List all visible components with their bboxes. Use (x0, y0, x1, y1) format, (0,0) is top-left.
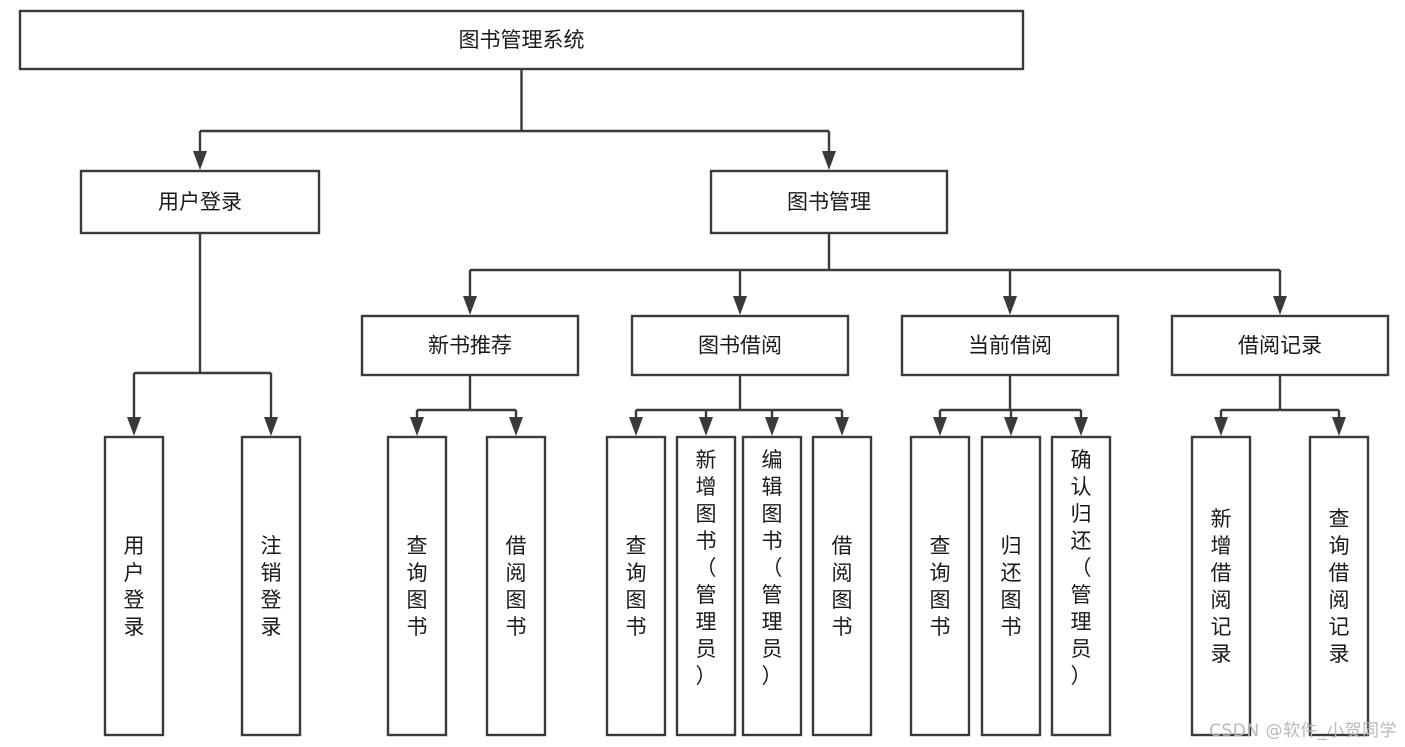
node-box-leaf-edit-book[interactable] (741, 435, 803, 737)
node-leaf-add-borrow-record[interactable]: 新增借阅记录 (1190, 435, 1252, 737)
node-new-book-recommend[interactable]: 新书推荐 (360, 314, 580, 377)
node-box-user-login[interactable] (79, 169, 321, 235)
node-box-leaf-confirm-return[interactable] (1050, 435, 1112, 737)
node-box-book-management[interactable] (709, 169, 949, 235)
node-box-leaf-logout[interactable] (240, 435, 302, 737)
node-box-leaf-query-book-current[interactable] (909, 435, 971, 737)
arrow-head-icon (509, 417, 523, 436)
node-box-root[interactable] (18, 9, 1025, 71)
node-label-current-borrow: 当前借阅 (968, 334, 1052, 358)
node-book-borrow[interactable]: 图书借阅 (630, 314, 850, 377)
arrow-head-icon (822, 151, 836, 170)
node-box-leaf-user-login[interactable] (103, 435, 165, 737)
node-leaf-user-login[interactable]: 用户登录 (103, 435, 165, 737)
node-leaf-query-borrow-record[interactable]: 查询借阅记录 (1308, 435, 1370, 737)
node-label-leaf-add-borrow-record: 新增借阅记录 (1211, 507, 1232, 666)
node-leaf-query-book-borrow[interactable]: 查询图书 (605, 435, 667, 737)
node-label-leaf-borrow-book: 借阅图书 (832, 534, 853, 639)
node-label-leaf-return-book: 归还图书 (1001, 534, 1022, 639)
arrow-head-icon (933, 417, 947, 436)
node-box-leaf-borrow-book-recommend[interactable] (485, 435, 547, 737)
node-label-leaf-confirm-return: 确认归还（管理员） (1071, 448, 1092, 688)
arrow-head-icon (765, 417, 779, 436)
arrow-head-icon (1273, 296, 1287, 315)
node-leaf-return-book[interactable]: 归还图书 (980, 435, 1042, 737)
node-label-book-borrow: 图书借阅 (698, 334, 782, 358)
node-box-current-borrow[interactable] (900, 314, 1120, 377)
node-user-login[interactable]: 用户登录 (79, 169, 321, 235)
nodes-layer: 图书管理系统用户登录图书管理新书推荐图书借阅当前借阅借阅记录用户登录注销登录查询… (18, 9, 1390, 737)
node-leaf-add-book[interactable]: 新增图书（管理员） (675, 435, 737, 737)
node-box-leaf-return-book[interactable] (980, 435, 1042, 737)
arrow-head-icon (1003, 296, 1017, 315)
node-box-leaf-add-borrow-record[interactable] (1190, 435, 1252, 737)
watermark-text: CSDN @软件_小贺同学 (1209, 721, 1397, 741)
node-label-leaf-borrow-book-recommend: 借阅图书 (506, 534, 527, 639)
node-label-leaf-logout: 注销登录 (261, 534, 282, 639)
arrow-head-icon (463, 296, 477, 315)
node-leaf-query-book-current[interactable]: 查询图书 (909, 435, 971, 737)
node-box-leaf-borrow-book[interactable] (811, 435, 873, 737)
arrow-head-icon (835, 417, 849, 436)
node-borrow-record[interactable]: 借阅记录 (1170, 314, 1390, 377)
node-box-leaf-query-book-borrow[interactable] (605, 435, 667, 737)
node-label-leaf-add-book: 新增图书（管理员） (696, 448, 717, 688)
node-box-book-borrow[interactable] (630, 314, 850, 377)
node-label-leaf-edit-book: 编辑图书（管理员） (762, 448, 783, 688)
arrow-head-icon (733, 296, 747, 315)
arrow-head-icon (1214, 417, 1228, 436)
node-label-leaf-query-book-recommend: 查询图书 (407, 534, 428, 639)
node-root[interactable]: 图书管理系统 (18, 9, 1025, 71)
node-label-new-book-recommend: 新书推荐 (428, 334, 512, 358)
arrow-head-icon (1074, 417, 1088, 436)
node-leaf-borrow-book-recommend[interactable]: 借阅图书 (485, 435, 547, 737)
node-box-leaf-add-book[interactable] (675, 435, 737, 737)
node-leaf-borrow-book[interactable]: 借阅图书 (811, 435, 873, 737)
arrow-head-icon (127, 417, 141, 436)
node-box-leaf-query-borrow-record[interactable] (1308, 435, 1370, 737)
node-current-borrow[interactable]: 当前借阅 (900, 314, 1120, 377)
node-leaf-edit-book[interactable]: 编辑图书（管理员） (741, 435, 803, 737)
node-box-new-book-recommend[interactable] (360, 314, 580, 377)
node-leaf-logout[interactable]: 注销登录 (240, 435, 302, 737)
arrow-head-icon (699, 417, 713, 436)
node-leaf-confirm-return[interactable]: 确认归还（管理员） (1050, 435, 1112, 737)
arrow-head-icon (264, 417, 278, 436)
arrow-head-icon (193, 151, 207, 170)
arrow-head-icon (410, 417, 424, 436)
arrow-head-icon (1004, 417, 1018, 436)
node-label-user-login: 用户登录 (158, 190, 242, 214)
arrow-head-icon (1332, 417, 1346, 436)
node-label-borrow-record: 借阅记录 (1238, 334, 1322, 358)
arrow-head-icon (629, 417, 643, 436)
node-label-leaf-query-book-borrow: 查询图书 (626, 534, 647, 639)
node-label-leaf-query-book-current: 查询图书 (930, 534, 951, 639)
node-book-management[interactable]: 图书管理 (709, 169, 949, 235)
node-box-borrow-record[interactable] (1170, 314, 1390, 377)
node-label-leaf-user-login: 用户登录 (124, 534, 145, 639)
node-leaf-query-book-recommend[interactable]: 查询图书 (386, 435, 448, 737)
connectors-layer (127, 69, 1346, 436)
node-label-leaf-query-borrow-record: 查询借阅记录 (1329, 507, 1350, 666)
node-label-root: 图书管理系统 (459, 28, 585, 52)
node-label-book-management: 图书管理 (787, 190, 871, 214)
node-box-leaf-query-book-recommend[interactable] (386, 435, 448, 737)
